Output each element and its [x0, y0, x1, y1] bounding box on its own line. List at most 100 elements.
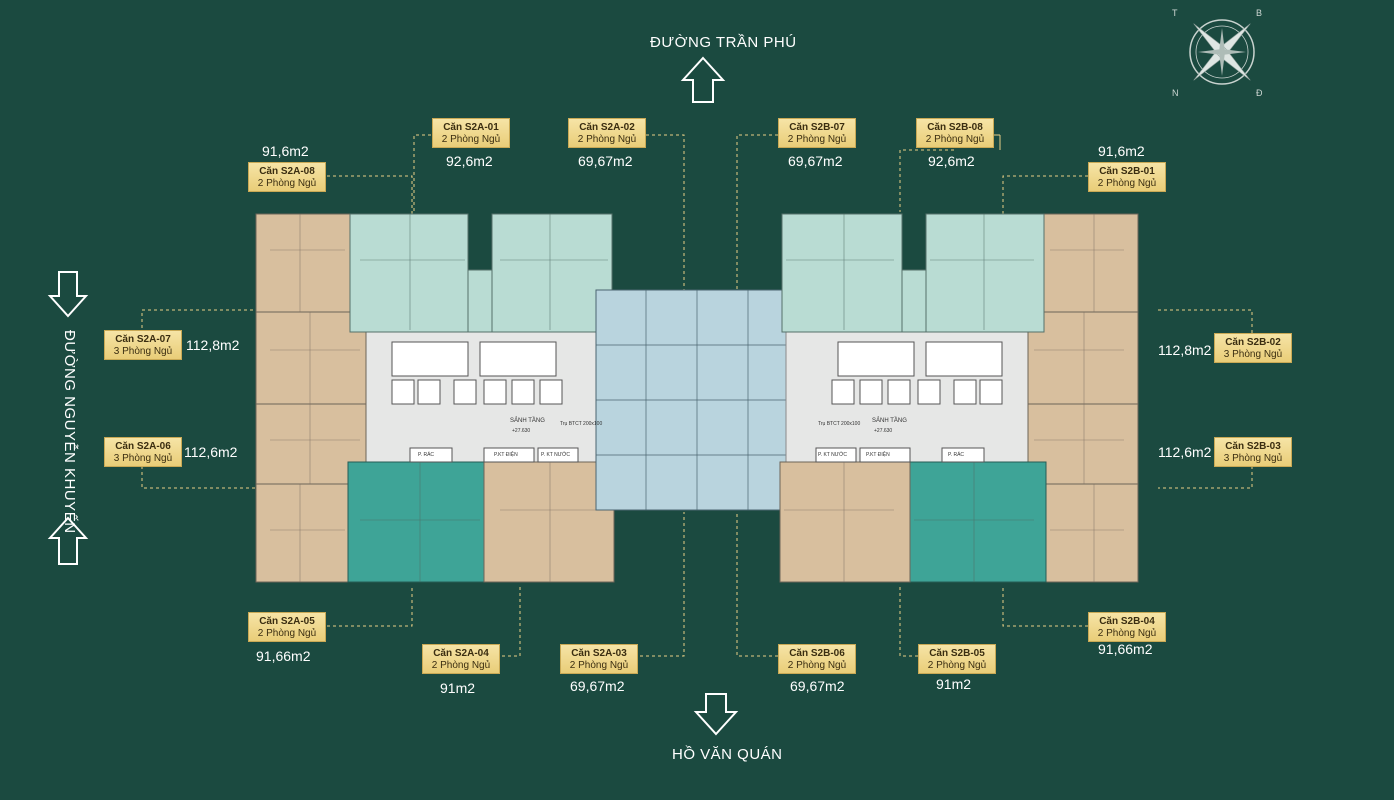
- unit-area-s2a-08: 91,6m2: [262, 143, 309, 159]
- unit-area-s2b-04: 91,66m2: [1098, 641, 1153, 657]
- unit-rooms: 2 Phòng Ngủ: [577, 134, 637, 145]
- arrow-down-bottom: [693, 693, 739, 736]
- street-top: ĐƯỜNG TRẦN PHÚ: [650, 34, 797, 51]
- unit-s2a-05-tan-plan: [255, 483, 353, 583]
- unit-badge-s2b-05[interactable]: Căn S2B-05 2 Phòng Ngủ: [918, 644, 996, 674]
- unit-s2b-06-plan: [779, 461, 911, 583]
- unit-area-s2a-07: 112,8m2: [186, 337, 240, 353]
- unit-area-s2b-03: 112,6m2: [1158, 444, 1212, 460]
- arrows: [47, 56, 739, 736]
- unit-area-s2b-07: 69,67m2: [788, 153, 843, 169]
- unit-code: Căn S2A-02: [579, 122, 635, 133]
- leader-s2b-04: [1002, 586, 1088, 627]
- unit-badge-s2a-01[interactable]: Căn S2A-01 2 Phòng Ngủ: [432, 118, 510, 148]
- compass-label-b: B: [1256, 8, 1263, 18]
- unit-s2b-04-tan-plan: [1041, 483, 1139, 583]
- unit-s2b-01-plan: [1041, 213, 1139, 313]
- unit-rooms: 2 Phòng Ngủ: [787, 660, 847, 671]
- unit-code: Căn S2A-08: [259, 166, 315, 177]
- leader-s2b-01: [1002, 175, 1088, 214]
- unit-rooms: 2 Phòng Ngủ: [925, 134, 985, 145]
- unit-code: Căn S2B-03: [1225, 441, 1281, 452]
- unit-badge-s2a-08[interactable]: Căn S2A-08 2 Phòng Ngủ: [248, 162, 326, 192]
- unit-code: Căn S2B-06: [789, 648, 845, 659]
- unit-code: Căn S2B-01: [1099, 166, 1155, 177]
- unit-rooms: 2 Phòng Ngủ: [431, 660, 491, 671]
- unit-s2a-05-plan: [347, 461, 485, 583]
- unit-mid-right-plan: [901, 269, 927, 333]
- trash-room-right: P. RÁC: [948, 452, 965, 458]
- elec-room-left: P.KT ĐIỆN: [494, 452, 518, 458]
- leader-s2b-03: [1158, 466, 1253, 489]
- unit-badge-s2a-07[interactable]: Căn S2A-07 3 Phòng Ngủ: [104, 330, 182, 360]
- unit-rooms: 2 Phòng Ngủ: [787, 134, 847, 145]
- center-block: [595, 289, 799, 511]
- unit-code: Căn S2B-04: [1099, 616, 1155, 627]
- unit-code: Căn S2A-01: [443, 122, 499, 133]
- unit-s2b-07-plan: [781, 213, 903, 333]
- elevation-label-right: +27.630: [874, 428, 893, 434]
- compass-rose: [1189, 19, 1255, 85]
- compass-label-d: Đ: [1256, 88, 1263, 98]
- unit-badge-s2a-06[interactable]: Căn S2A-06 3 Phòng Ngủ: [104, 437, 182, 467]
- unit-s2b-04-plan: [909, 461, 1047, 583]
- unit-area-s2b-08: 92,6m2: [928, 153, 975, 169]
- unit-badge-s2b-04[interactable]: Căn S2B-04 2 Phòng Ngủ: [1088, 612, 1166, 642]
- unit-rooms: 2 Phòng Ngủ: [441, 134, 501, 145]
- unit-area-s2a-03: 69,67m2: [570, 678, 625, 694]
- right-wing: [779, 213, 1139, 583]
- leader-s2a-04: [502, 586, 521, 657]
- unit-code: Căn S2B-02: [1225, 337, 1281, 348]
- left-wing: [255, 213, 615, 583]
- unit-code: Căn S2B-07: [789, 122, 845, 133]
- unit-badge-s2a-02[interactable]: Căn S2A-02 2 Phòng Ngủ: [568, 118, 646, 148]
- unit-badge-s2a-03[interactable]: Căn S2A-03 2 Phòng Ngủ: [560, 644, 638, 674]
- leader-s2b-08: [994, 134, 1001, 150]
- unit-s2a-07-plan: [255, 311, 367, 405]
- unit-rooms: 3 Phòng Ngủ: [1223, 349, 1283, 360]
- core-right: [785, 329, 1045, 463]
- leader-s2b-02: [1158, 309, 1253, 333]
- column-label-left: Trụ BTCT 200x100: [560, 421, 603, 427]
- unit-area-s2a-04: 91m2: [440, 680, 476, 696]
- unit-code: Căn S2A-05: [259, 616, 315, 627]
- leader-s2b-07: [736, 134, 778, 290]
- unit-s2a-08-plan: [255, 213, 353, 313]
- unit-rooms: 2 Phòng Ngủ: [257, 628, 317, 639]
- unit-area-s2b-06: 69,67m2: [790, 678, 845, 694]
- unit-rooms: 2 Phòng Ngủ: [257, 178, 317, 189]
- unit-s2b-02-plan: [1027, 311, 1139, 405]
- unit-badge-s2b-01[interactable]: Căn S2B-01 2 Phòng Ngủ: [1088, 162, 1166, 192]
- unit-badge-s2a-05[interactable]: Căn S2A-05 2 Phòng Ngủ: [248, 612, 326, 642]
- trash-room-left: P. RÁC: [418, 452, 435, 458]
- unit-badge-s2a-04[interactable]: Căn S2A-04 2 Phòng Ngủ: [422, 644, 500, 674]
- unit-mid-left-plan: [467, 269, 493, 333]
- street-left: ĐƯỜNG NGUYỄN KHUYẾN: [61, 330, 78, 534]
- unit-rooms: 2 Phòng Ngủ: [569, 660, 629, 671]
- street-bottom: HỒ VĂN QUÁN: [672, 746, 783, 763]
- unit-code: Căn S2A-04: [433, 648, 489, 659]
- column-label-right: Trụ BTCT 200x100: [818, 421, 861, 427]
- elec-room-right: P.KT ĐIỆN: [866, 452, 890, 458]
- unit-area-s2a-06: 112,6m2: [184, 444, 238, 460]
- unit-badge-s2b-08[interactable]: Căn S2B-08 2 Phòng Ngủ: [916, 118, 994, 148]
- leader-s2b-08b: [899, 149, 954, 212]
- water-room-right: P. KT NƯỚC: [818, 452, 847, 458]
- unit-s2b-08-plan: [925, 213, 1045, 333]
- unit-area-s2a-01: 92,6m2: [446, 153, 493, 169]
- water-room-left: P. KT NƯỚC: [541, 452, 570, 458]
- unit-rooms: 3 Phòng Ngủ: [113, 453, 173, 464]
- unit-area-s2a-02: 69,67m2: [578, 153, 633, 169]
- unit-badge-s2b-07[interactable]: Căn S2B-07 2 Phòng Ngủ: [778, 118, 856, 148]
- unit-area-s2b-01: 91,6m2: [1098, 143, 1145, 159]
- unit-badge-s2b-06[interactable]: Căn S2B-06 2 Phòng Ngủ: [778, 644, 856, 674]
- elevation-label-left: +27.630: [512, 428, 531, 434]
- arrow-up-left: [47, 516, 89, 565]
- unit-badge-s2b-02[interactable]: Căn S2B-02 3 Phòng Ngủ: [1214, 333, 1292, 363]
- unit-area-s2b-02: 112,8m2: [1158, 342, 1212, 358]
- unit-badge-s2b-03[interactable]: Căn S2B-03 3 Phòng Ngủ: [1214, 437, 1292, 467]
- unit-rooms: 2 Phòng Ngủ: [927, 660, 987, 671]
- unit-rooms: 3 Phòng Ngủ: [113, 346, 173, 357]
